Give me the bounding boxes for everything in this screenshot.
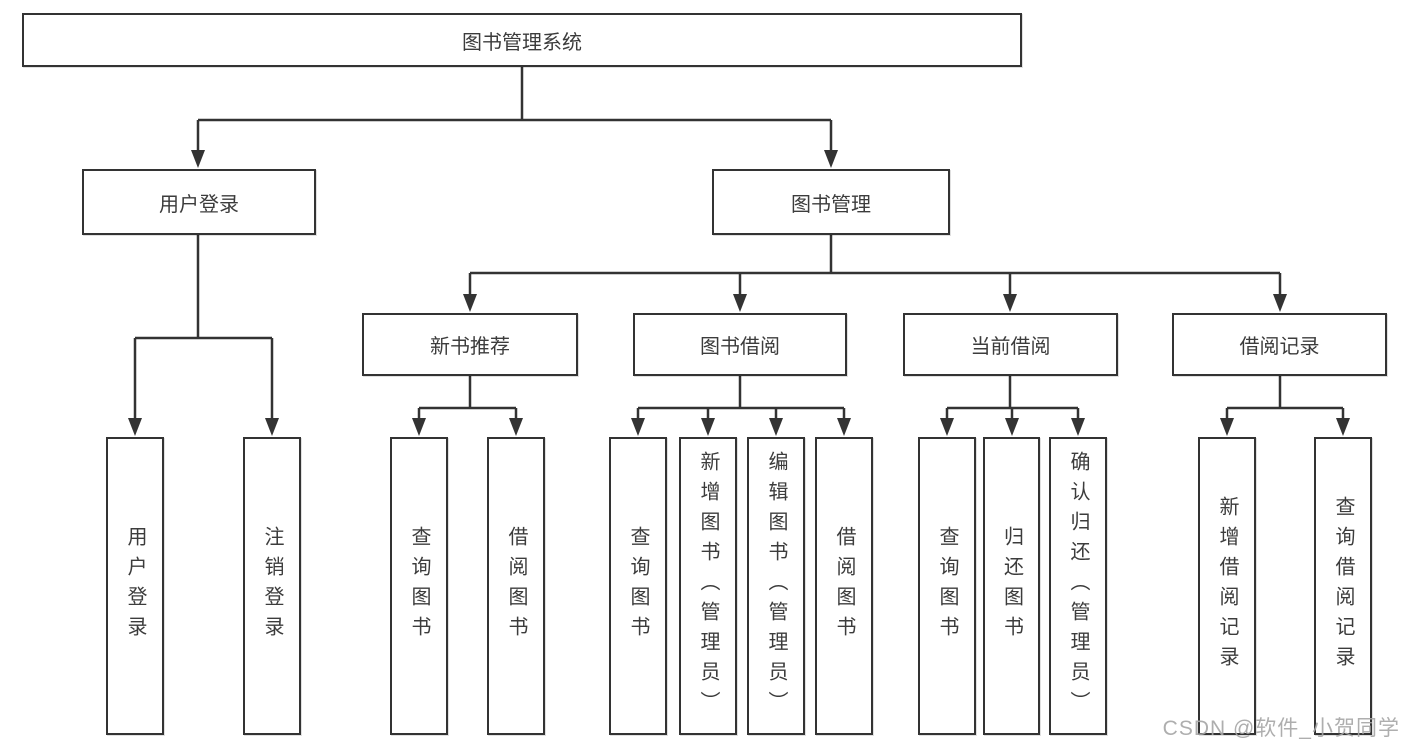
leaf-user-login: 用户登录 <box>106 437 164 735</box>
node-label: 用户登录 <box>159 193 239 216</box>
node-book-management: 图书管理 <box>712 169 950 235</box>
leaf-borrow-books: 借阅图书 <box>815 437 873 735</box>
leaf-borrow-books-recommend: 借阅图书 <box>487 437 545 735</box>
node-label: 图书管理 <box>791 193 871 216</box>
leaf-query-borrow-record: 查询借阅记录 <box>1314 437 1372 735</box>
node-book-borrow: 图书借阅 <box>633 313 847 376</box>
leaf-confirm-return-admin: 确认归还（管理员） <box>1049 437 1107 735</box>
leaf-add-books-admin: 新增图书（管理员） <box>679 437 737 735</box>
csdn-watermark: CSDN @软件_小贺同学 <box>1162 717 1400 740</box>
node-user-login: 用户登录 <box>82 169 316 235</box>
leaf-query-books-recommend: 查询图书 <box>390 437 448 735</box>
node-borrow-records: 借阅记录 <box>1172 313 1387 376</box>
leaf-add-borrow-record: 新增借阅记录 <box>1198 437 1256 735</box>
node-label: 图书借阅 <box>700 336 780 358</box>
node-label: 借阅记录 <box>1239 336 1320 358</box>
leaf-logout: 注销登录 <box>243 437 301 735</box>
leaf-edit-books-admin: 编辑图书（管理员） <box>747 437 805 735</box>
leaf-return-books: 归还图书 <box>983 437 1040 735</box>
node-new-book-recommend: 新书推荐 <box>362 313 578 376</box>
node-label: 图书管理系统 <box>462 31 582 54</box>
leaf-query-books-current: 查询图书 <box>918 437 976 735</box>
node-library-management-system: 图书管理系统 <box>22 13 1022 67</box>
node-label: 新书推荐 <box>430 336 510 358</box>
node-current-borrow: 当前借阅 <box>903 313 1118 376</box>
node-label: 当前借阅 <box>970 336 1051 358</box>
leaf-query-books-borrow: 查询图书 <box>609 437 667 735</box>
